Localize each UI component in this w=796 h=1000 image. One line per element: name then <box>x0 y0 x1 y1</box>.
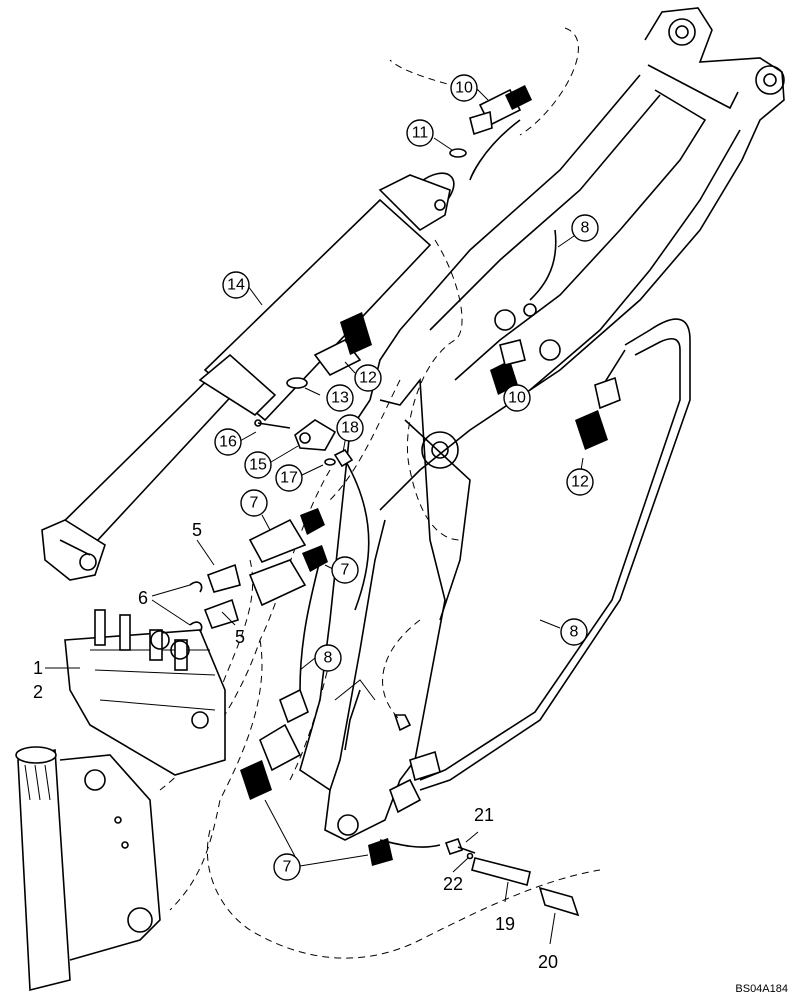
drawing-code: BS04A184 <box>735 983 788 995</box>
callout-c12b: 12 <box>566 468 594 496</box>
callout-circle <box>336 414 364 442</box>
callout-circle <box>566 468 594 496</box>
callout-number: 18 <box>341 420 359 437</box>
part-label-l1: 1 <box>33 658 43 678</box>
callout-c16: 16 <box>214 428 242 456</box>
callout-c10a: 10 <box>450 74 478 102</box>
swing-post <box>15 746 161 992</box>
callout-number: 7 <box>341 562 350 579</box>
callout-number: 7 <box>250 495 259 512</box>
callout-circle <box>406 119 434 147</box>
boom-arm <box>299 7 785 841</box>
callout-circle <box>503 384 531 412</box>
callout-circle <box>571 214 599 242</box>
callout-c8a: 8 <box>571 214 599 242</box>
callout-c7c: 7 <box>273 853 301 881</box>
callout-circle <box>244 451 272 479</box>
part-label-l20: 20 <box>538 952 558 972</box>
leader-lines <box>45 87 584 945</box>
callout-number: 17 <box>280 470 298 487</box>
callout-number: 8 <box>581 220 590 237</box>
callout-circle <box>275 464 303 492</box>
callout-c13: 13 <box>326 384 354 412</box>
callout-circle <box>560 618 588 646</box>
callout-circle <box>314 644 342 672</box>
callout-circle <box>273 853 301 881</box>
control-valve <box>64 609 226 776</box>
callout-c8b: 8 <box>560 618 588 646</box>
callout-c14: 14 <box>222 271 250 299</box>
callout-number: 16 <box>219 434 237 451</box>
callout-c15: 15 <box>244 451 272 479</box>
callout-c11: 11 <box>406 119 434 147</box>
callout-number: 11 <box>412 125 429 142</box>
callout-number: 14 <box>227 277 245 294</box>
dashed-reference-outlines <box>159 27 601 959</box>
fittings <box>189 85 621 917</box>
callout-c17: 17 <box>275 464 303 492</box>
callout-number: 10 <box>455 80 473 97</box>
callout-number: 15 <box>249 457 267 474</box>
callout-number: 8 <box>570 624 579 641</box>
part-label-l5a: 5 <box>192 520 202 540</box>
callout-number: 12 <box>571 474 589 491</box>
callout-number: 8 <box>324 650 333 667</box>
part-label-l21: 21 <box>474 805 494 825</box>
callout-c7a: 7 <box>240 489 268 517</box>
callout-c10b: 10 <box>503 384 531 412</box>
callout-number: 7 <box>283 859 292 876</box>
callout-c18: 18 <box>336 414 364 442</box>
part-label-l6: 6 <box>138 588 148 608</box>
callout-c12a: 12 <box>354 364 382 392</box>
callout-circle <box>450 74 478 102</box>
callout-circle <box>354 364 382 392</box>
callout-c7b: 7 <box>331 556 359 584</box>
hydraulic-cylinder <box>41 172 455 581</box>
plain-labels: 5 6 5 1 2 21 22 19 20 <box>33 520 558 972</box>
part-label-l22: 22 <box>443 874 463 894</box>
callout-c8c: 8 <box>314 644 342 672</box>
callout-circle <box>331 556 359 584</box>
callout-circle <box>326 384 354 412</box>
callout-number: 12 <box>359 370 377 387</box>
callout-circle <box>240 489 268 517</box>
callout-circle <box>222 271 250 299</box>
part-label-l5b: 5 <box>235 627 245 647</box>
part-label-l2: 2 <box>33 682 43 702</box>
callout-number: 10 <box>508 390 526 407</box>
callout-number: 13 <box>331 390 349 407</box>
callout-markers: 10 11 14 8 12 13 10 16 18 15 17 12 7 7 8 8 7 <box>214 74 599 881</box>
callout-circle <box>214 428 242 456</box>
part-label-l19: 19 <box>495 914 515 934</box>
